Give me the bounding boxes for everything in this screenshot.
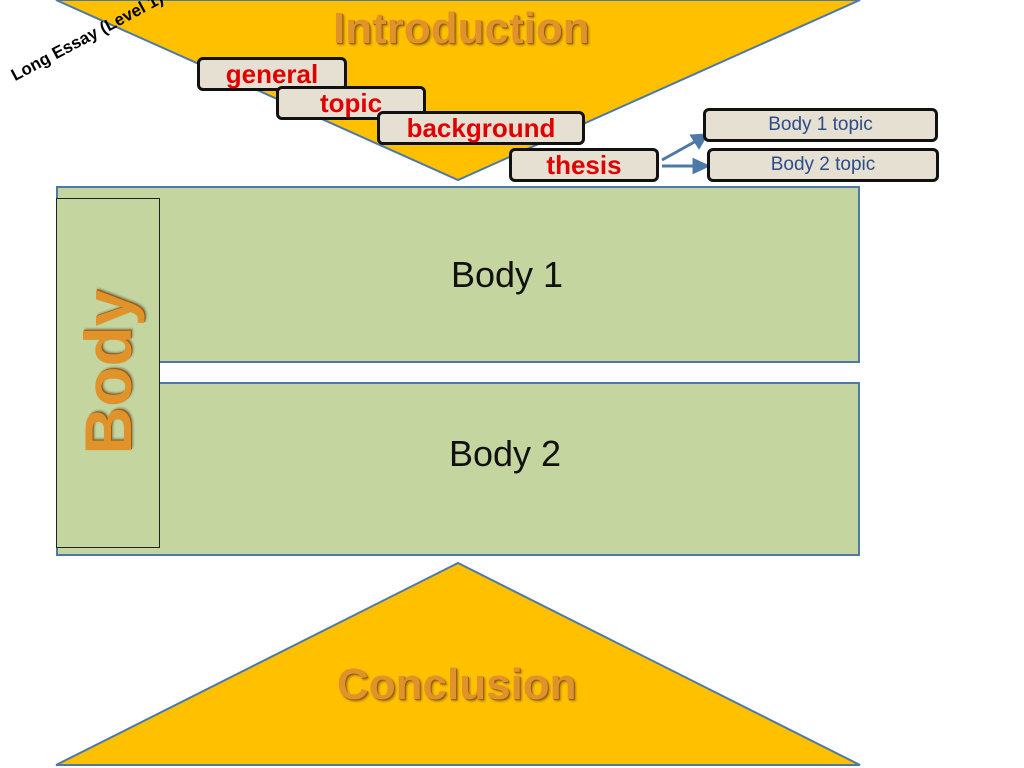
body1-box xyxy=(56,186,860,363)
intro-step-background: background xyxy=(377,111,585,145)
body1-topic-box: Body 1 topic xyxy=(703,108,938,142)
conclusion-title: Conclusion xyxy=(337,660,577,709)
body2-box xyxy=(56,382,860,556)
intro-step-thesis: thesis xyxy=(509,148,659,182)
arrowhead-body1-topic xyxy=(689,133,709,150)
intro-step-topic: topic xyxy=(276,86,426,120)
body2-label: Body 2 xyxy=(449,433,562,474)
body-side-box xyxy=(56,198,160,548)
intro-step-general: general xyxy=(197,57,347,91)
thesis-arrows xyxy=(661,133,711,175)
body2-topic-box: Body 2 topic xyxy=(707,148,939,182)
body-side-title: Body xyxy=(71,289,145,455)
introduction-title: Introduction xyxy=(333,4,590,53)
conclusion-triangle xyxy=(55,561,861,766)
arrowhead-body2-topic xyxy=(692,157,711,175)
arrow-to-body1-topic xyxy=(661,138,699,162)
body1-label: Body 1 xyxy=(451,254,564,295)
